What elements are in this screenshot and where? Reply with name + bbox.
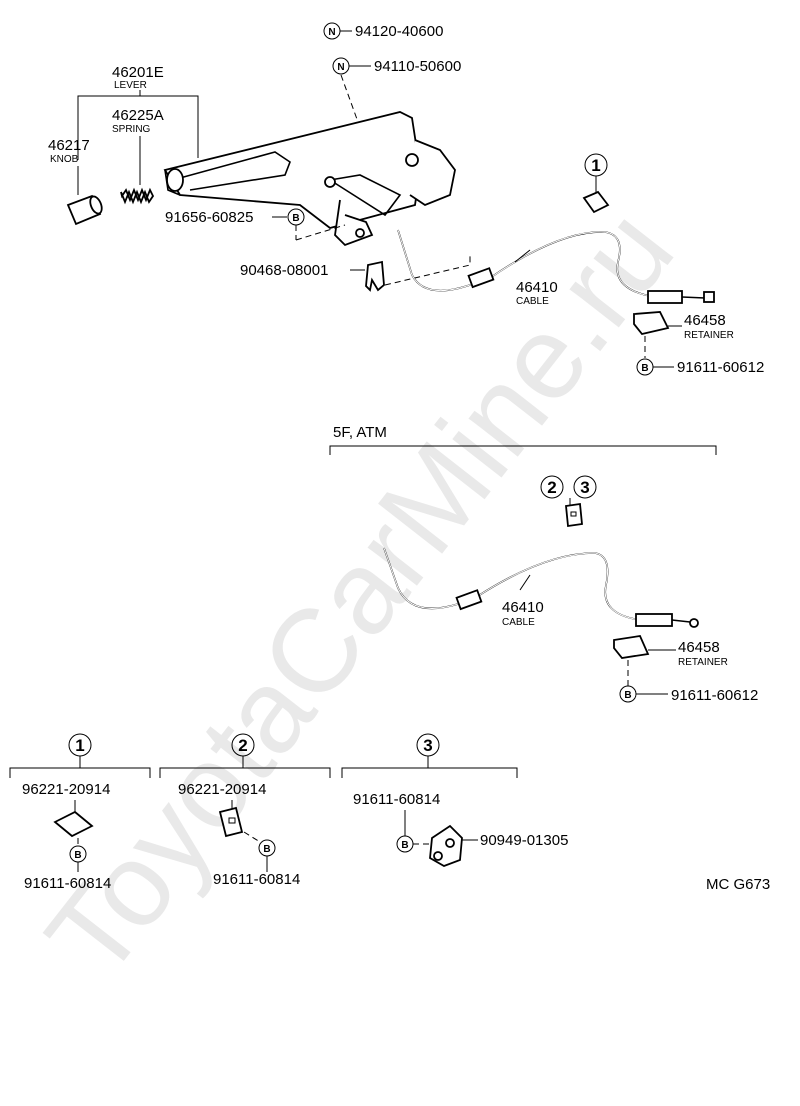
b-marker-bolt2: B: [636, 358, 654, 376]
svg-text:B: B: [641, 363, 648, 374]
callout-1-top: 1: [584, 153, 608, 177]
retainer-middle-part: [613, 635, 650, 659]
part-number-91611-60612-top[interactable]: 91611-60612: [677, 359, 764, 376]
svg-text:1: 1: [75, 736, 84, 755]
clip-part: [365, 260, 385, 292]
svg-text:2: 2: [547, 478, 556, 497]
svg-text:B: B: [292, 213, 299, 224]
svg-text:N: N: [328, 27, 335, 38]
part-number-46217[interactable]: 46217: [48, 137, 90, 154]
svg-text:3: 3: [580, 478, 589, 497]
detail3-part-number-90949-01305[interactable]: 90949-01305: [480, 832, 568, 849]
part-number-91611-60612-middle[interactable]: 91611-60612: [671, 687, 758, 704]
cable-middle-part: [383, 547, 699, 628]
retainer-top-part: [633, 311, 670, 336]
detail1-part-number-91611-60814[interactable]: 91611-60814: [24, 875, 111, 892]
parking-brake-lever-part: [163, 111, 456, 247]
callout-3-detail: 3: [416, 733, 440, 757]
diagram-code: MC G673: [706, 876, 770, 893]
svg-text:N: N: [337, 62, 344, 73]
part-number-94110-50600[interactable]: 94110-50600: [374, 58, 461, 75]
spring-part: [120, 187, 155, 205]
part-number-46410-middle[interactable]: 46410: [502, 599, 544, 616]
watermark: ToyotaCarMine.ru: [21, 186, 698, 1001]
svg-text:B: B: [263, 844, 270, 855]
b-marker-middle: B: [619, 685, 637, 703]
svg-text:B: B: [401, 840, 408, 851]
svg-text:B: B: [624, 690, 631, 701]
part-number-94120-40600[interactable]: 94120-40600: [355, 23, 443, 40]
callout-1-detail: 1: [68, 733, 92, 757]
b-marker-detail3: B: [396, 835, 414, 853]
svg-text:3: 3: [423, 736, 432, 755]
knob-desc: KNOB: [50, 154, 79, 165]
part-number-91656-60825[interactable]: 91656-60825: [165, 209, 253, 226]
part-number-46225A[interactable]: 46225A: [112, 107, 164, 124]
n-marker-1: N: [323, 22, 341, 40]
part-number-46410-top[interactable]: 46410: [516, 279, 558, 296]
b-marker-bolt1: B: [287, 208, 305, 226]
svg-text:1: 1: [591, 156, 600, 175]
retainer-desc-middle: RETAINER: [678, 657, 728, 668]
knob-part: [66, 194, 103, 226]
part-number-90468-08001[interactable]: 90468-08001: [240, 262, 328, 279]
part-number-46201E[interactable]: 46201E: [112, 64, 164, 81]
cable-desc-top: CABLE: [516, 296, 549, 307]
b-marker-detail2: B: [258, 839, 276, 857]
n-marker-2: N: [332, 57, 350, 75]
detail3-part-number-91611-60814[interactable]: 91611-60814: [353, 791, 440, 808]
svg-text:2: 2: [238, 736, 247, 755]
section-label-5f-atm: 5F, ATM: [333, 424, 387, 441]
detail2-part-number-96221-20914[interactable]: 96221-20914: [178, 781, 266, 798]
detail2-part-number-91611-60814[interactable]: 91611-60814: [213, 871, 300, 888]
cable-top-part: [397, 229, 715, 304]
part-number-46458-top[interactable]: 46458: [684, 312, 726, 329]
lever-desc: LEVER: [114, 80, 147, 91]
callout-2-middle: 2: [540, 475, 564, 499]
cable-desc-middle: CABLE: [502, 617, 535, 628]
part-number-46458-middle[interactable]: 46458: [678, 639, 720, 656]
callout-3-middle: 3: [573, 475, 597, 499]
spring-desc: SPRING: [112, 124, 151, 135]
retainer-desc-top: RETAINER: [684, 330, 734, 341]
detail1-part-number-96221-20914[interactable]: 96221-20914: [22, 781, 110, 798]
svg-text:B: B: [74, 850, 81, 861]
